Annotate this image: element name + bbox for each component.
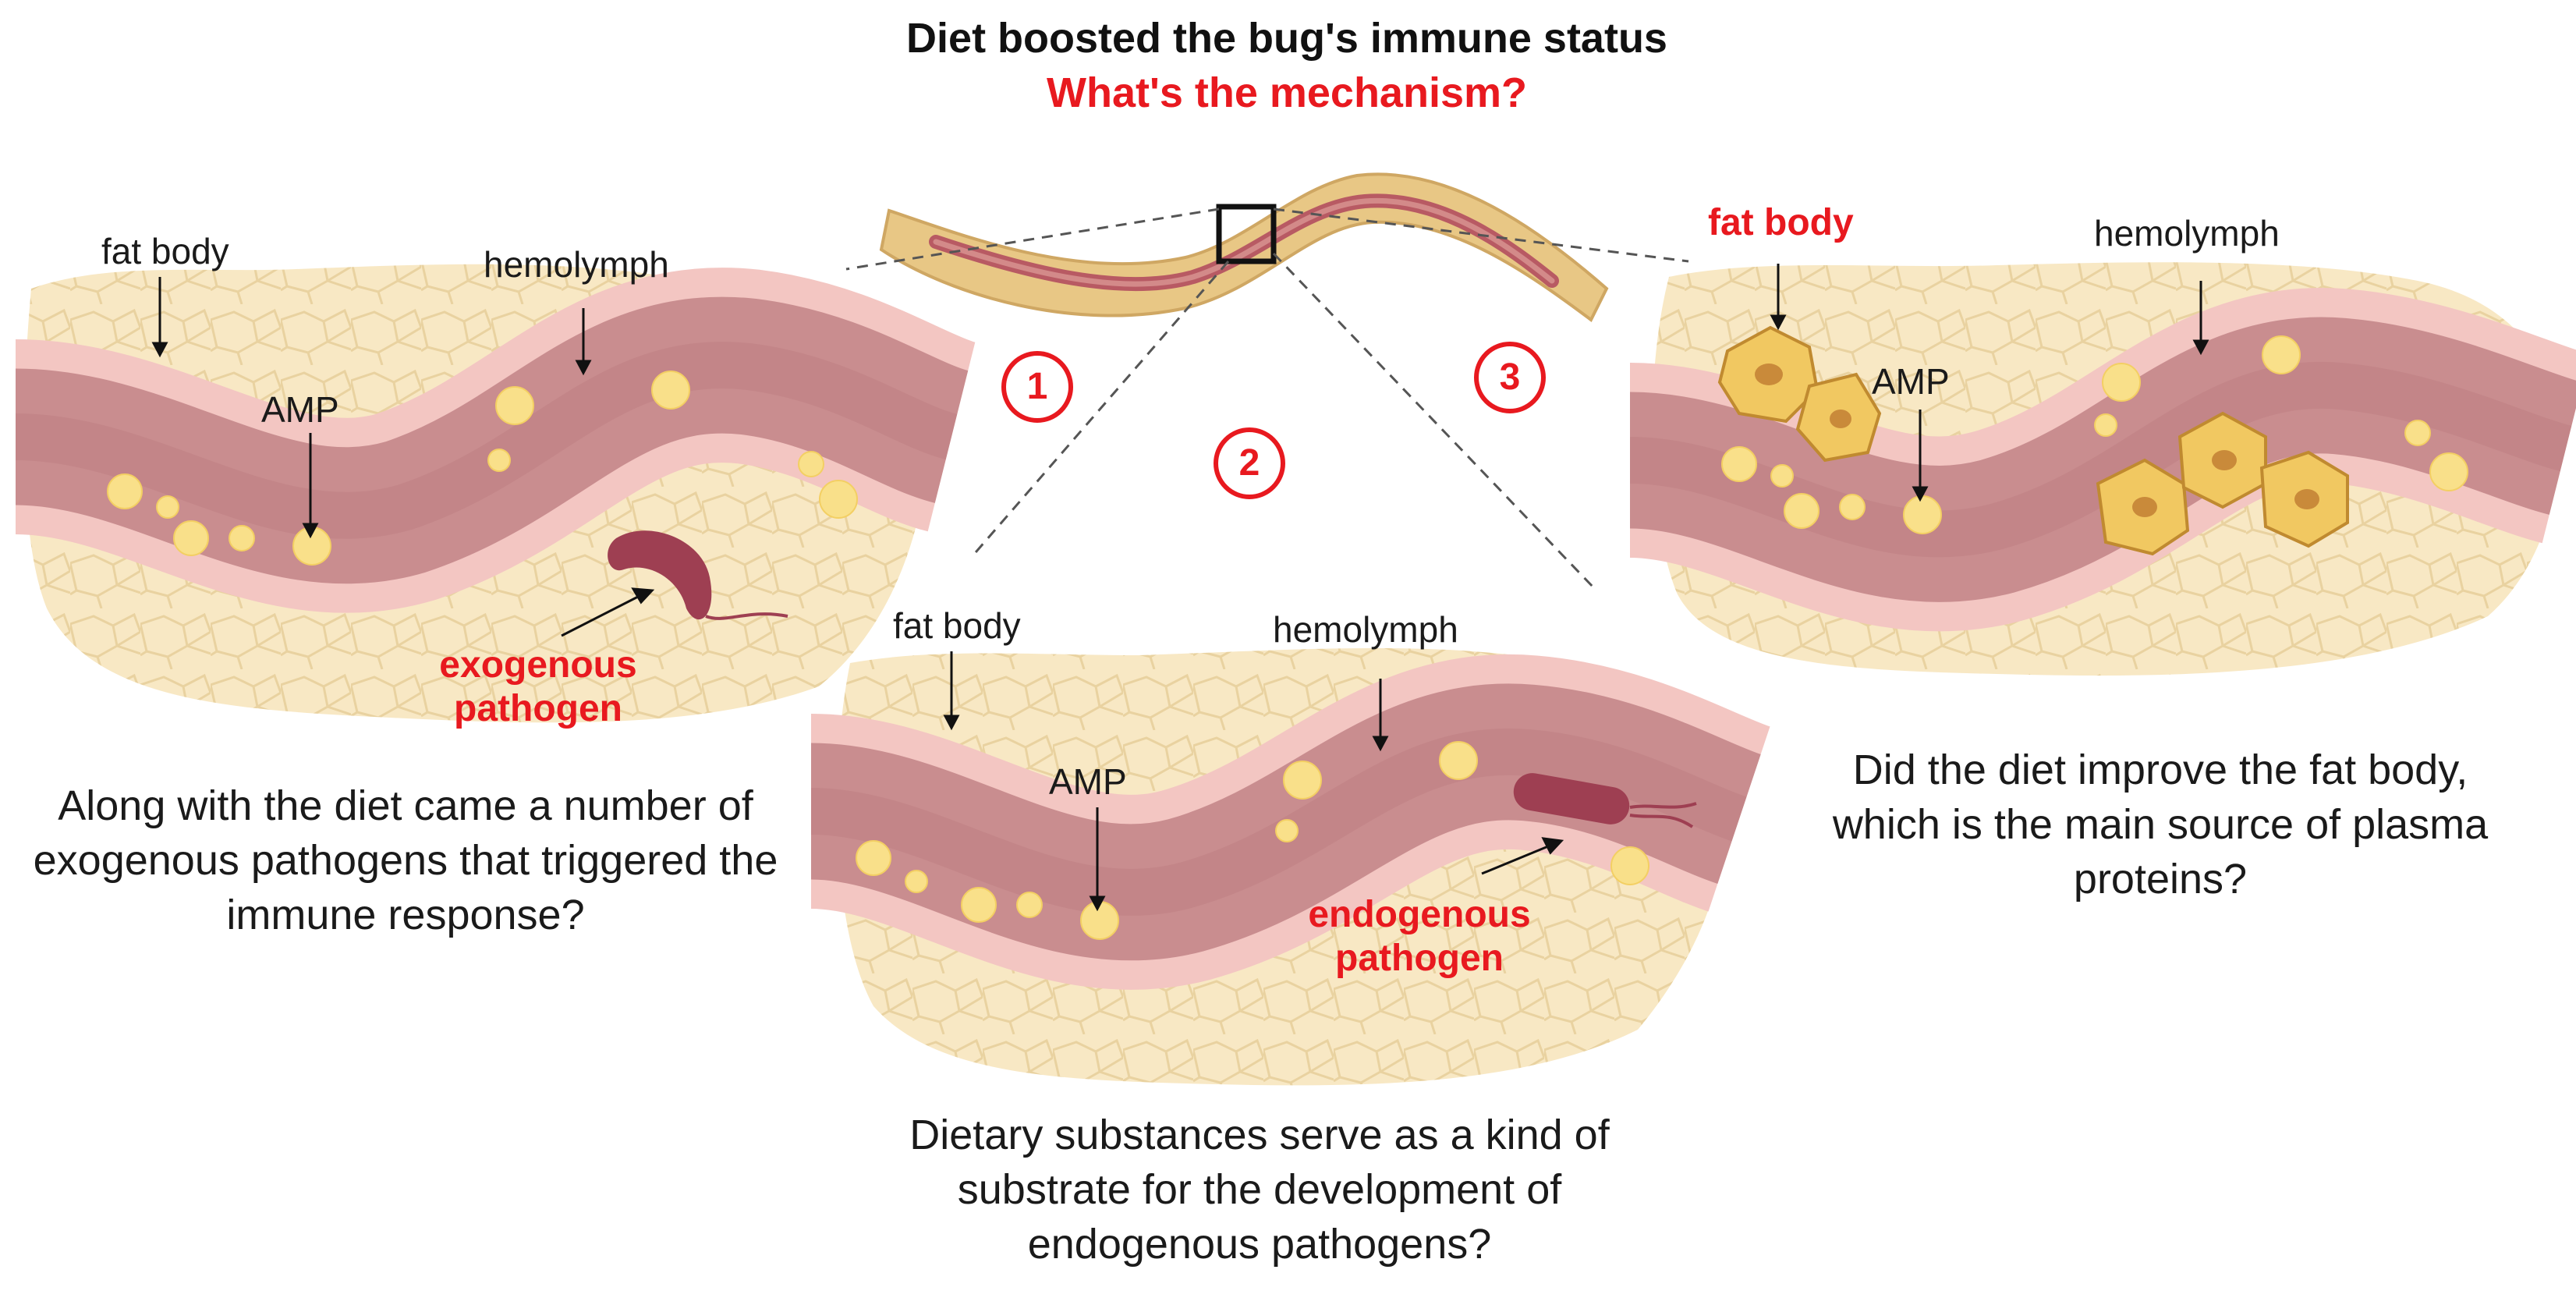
middle-amp-label: AMP: [1049, 761, 1127, 802]
exogenous-pathogen-label-line2: pathogen: [454, 688, 622, 729]
middle-arrows: [943, 651, 1564, 912]
left-hemolymph-label: hemolymph: [484, 244, 669, 285]
fat-cell-nuclei: [1755, 363, 2319, 517]
right-tissue-panel: [1627, 262, 2576, 676]
left-tissue-panel: [12, 264, 979, 723]
middle-hemolymph-label: hemolymph: [1273, 609, 1458, 650]
right-fat-body-label: fat body: [1708, 202, 1854, 243]
endogenous-pathogen-label-line1: endogenous: [1308, 894, 1531, 935]
zoom-lines: [845, 207, 1689, 590]
middle-fat-body-label: fat body: [893, 605, 1021, 646]
amp-granules: [856, 741, 1649, 940]
diagram-subtitle: What's the mechanism?: [1047, 69, 1527, 116]
right-amp-label: AMP: [1872, 361, 1950, 402]
left-caption: Along with the diet came a number of exo…: [33, 782, 778, 938]
middle-caption: Dietary substances serve as a kind of su…: [909, 1112, 1610, 1268]
step-1-marker: 1: [1001, 351, 1073, 423]
middle-tissue-panel: [807, 647, 1772, 1086]
right-hemolymph-label: hemolymph: [2094, 213, 2280, 254]
right-caption: Did the diet improve the fat body, which…: [1832, 746, 2489, 903]
amp-granules: [107, 371, 858, 566]
zoom-box: [1216, 204, 1277, 264]
exogenous-pathogen-label-line1: exogenous: [439, 644, 637, 686]
step-2-marker: 2: [1214, 427, 1285, 499]
exogenous-pathogen-bacterium: [608, 530, 788, 620]
endogenous-pathogen-bacterium: [1513, 773, 1697, 828]
endogenous-pathogen-label-line2: pathogen: [1335, 938, 1504, 979]
step-3-marker: 3: [1474, 342, 1546, 413]
endogenous-pathogen-label: endogenous pathogen: [1295, 893, 1544, 981]
exogenous-pathogen-label: exogenous pathogen: [421, 644, 655, 731]
insect-larva: [879, 172, 1609, 323]
right-arrows: [1770, 264, 2209, 502]
diagram-title: Diet boosted the bug's immune status: [906, 15, 1667, 62]
left-amp-label: AMP: [261, 389, 339, 430]
left-arrows: [151, 277, 655, 637]
left-fat-body-label: fat body: [101, 231, 229, 271]
